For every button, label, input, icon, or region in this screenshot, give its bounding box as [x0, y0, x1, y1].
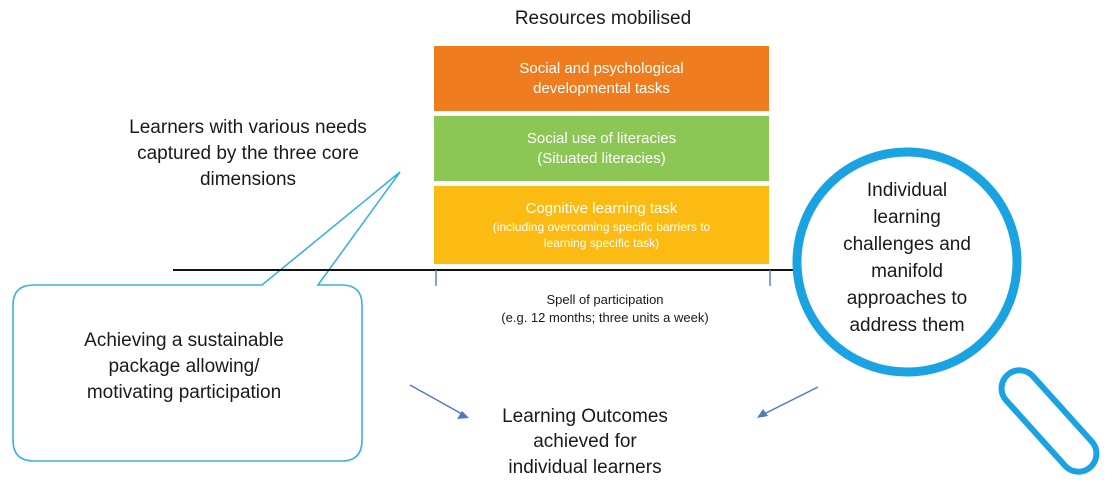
magnifier-line3: challenges and	[843, 233, 971, 255]
outcomes-line1: Learning Outcomes	[502, 406, 668, 427]
band-3-subtext: (including overcoming specific barriers …	[493, 220, 710, 251]
band-social-psychological: Social and psychological developmental t…	[434, 46, 769, 111]
magnifier-line1: Individual	[866, 180, 948, 201]
outcomes-line2: achieved for	[533, 431, 637, 453]
band-3-sub-line2: learning specific task)	[543, 235, 660, 250]
learners-line3: dimensions	[199, 168, 297, 190]
spell-line2: (e.g. 12 months; three units a week)	[501, 310, 709, 326]
spell-line1: Spell of participation	[546, 292, 664, 307]
band-social-literacies: Social use of literacies (Situated liter…	[434, 116, 769, 181]
callout-line2: package allowing/	[108, 355, 260, 377]
learners-text: Learners with various needs captured by …	[98, 115, 398, 192]
callout-text: Achieving a sustainable package allowing…	[24, 328, 344, 405]
spell-of-participation: Spell of participation (e.g. 12 months; …	[455, 291, 755, 327]
band-1-line1: Social and psychological	[519, 60, 684, 78]
callout-line3: motivating participation	[86, 381, 282, 403]
magnifier-lens	[792, 147, 1022, 377]
band-3-sub-line1: (including overcoming specific barriers …	[492, 220, 711, 234]
magnifier-handle	[998, 367, 1100, 475]
magnifier-text: Individual learning challenges and manif…	[822, 178, 992, 340]
callout-line1: Achieving a sustainable	[84, 330, 284, 351]
outcomes-line3: individual learners	[508, 456, 662, 478]
band-3-line1: Cognitive learning task	[525, 199, 678, 217]
resources-title: Resources mobilised	[514, 8, 692, 29]
outcome-arrow-left	[409, 384, 463, 415]
speech-callout-shape	[12, 171, 401, 462]
magnifier-line5: approaches to	[846, 287, 968, 309]
band-2-line1: Social use of literacies	[526, 130, 677, 148]
learning-outcomes-text: Learning Outcomes achieved for individua…	[470, 404, 700, 480]
magnifier-line6: address them	[849, 314, 965, 336]
outcome-arrow-right	[763, 386, 819, 415]
band-2-line2: (Situated literacies)	[537, 149, 666, 167]
magnifier-line2: learning	[873, 206, 941, 228]
band-cognitive-task: Cognitive learning task (including overc…	[434, 186, 769, 264]
band-1-line2: developmental tasks	[533, 79, 670, 97]
magnifier-line4: manifold	[871, 260, 943, 282]
outcome-arrow-right-head	[757, 409, 768, 418]
outcome-arrow-left-head	[457, 411, 469, 419]
learners-line2: captured by the three core	[137, 142, 359, 164]
learners-line1: Learners with various needs	[129, 117, 367, 138]
